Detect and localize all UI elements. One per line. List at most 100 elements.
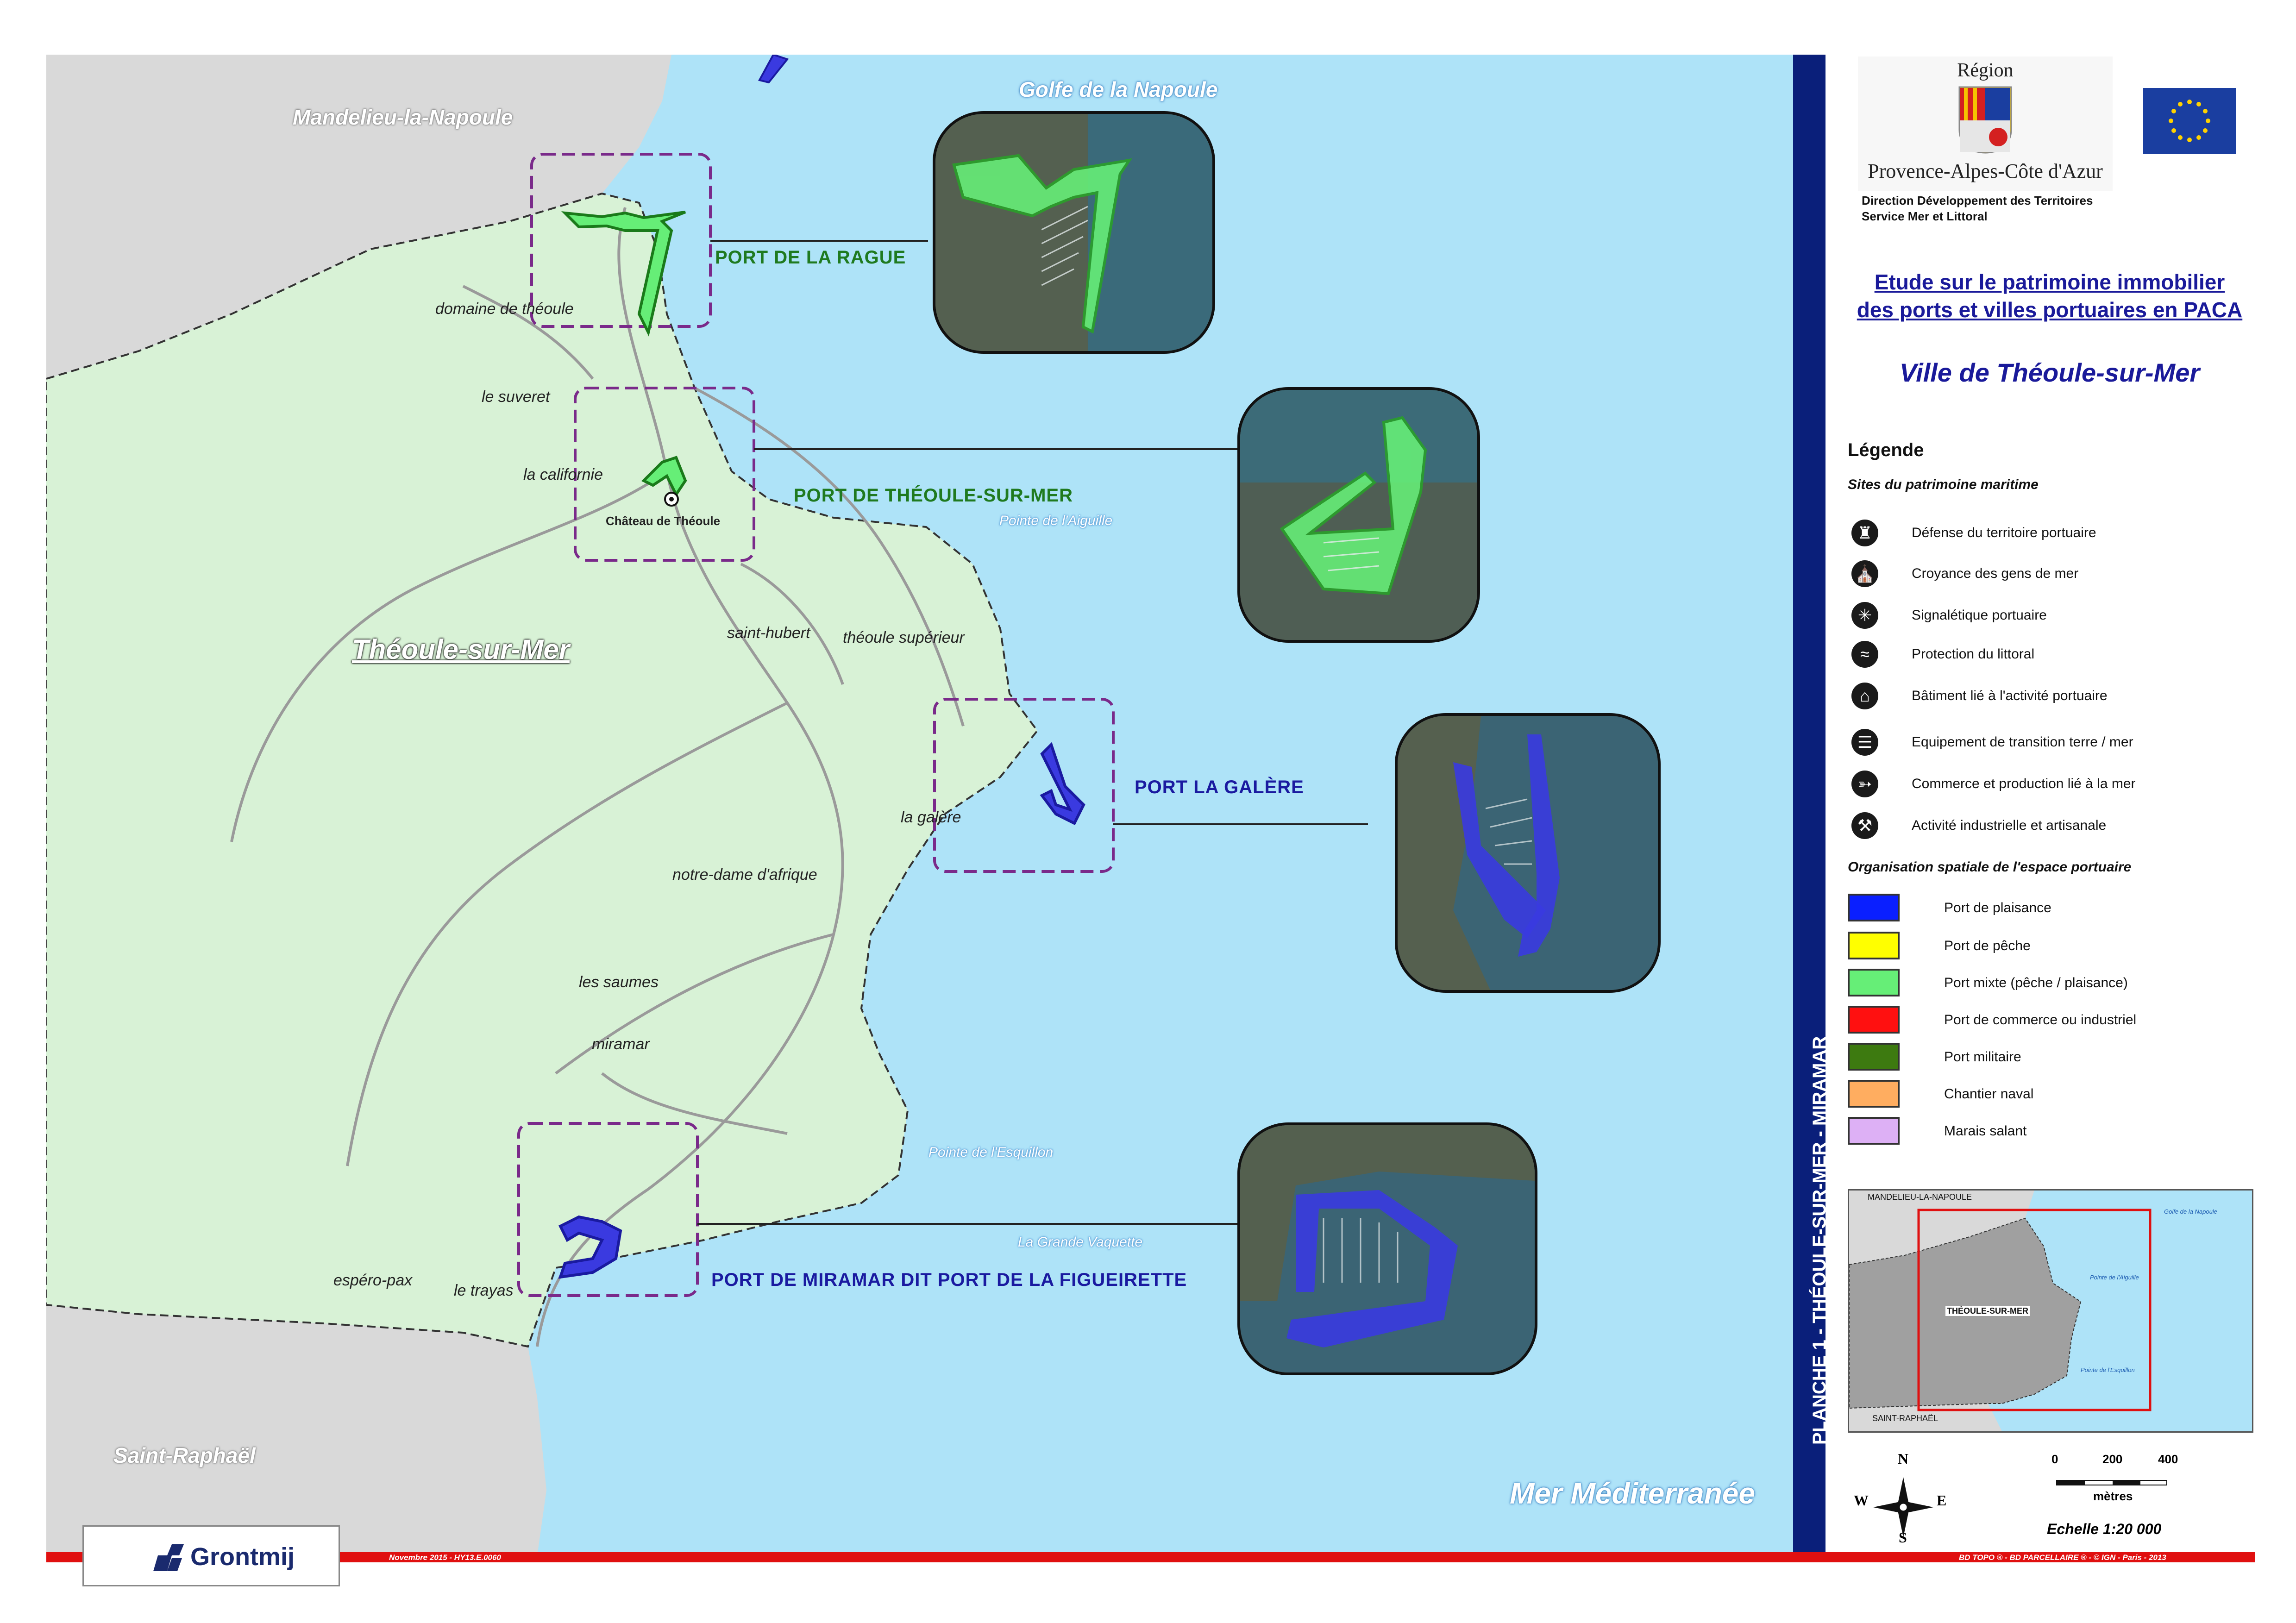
map-canvas <box>46 55 1115 1556</box>
compass-s: S <box>1899 1529 1907 1546</box>
neighbor-label-mandelieu: Mandelieu-la-Napoule <box>293 105 513 129</box>
region-logo: Région Provence-Alpes-Côte d'Azur <box>1858 56 2113 191</box>
place-label: domaine de théoule <box>435 300 574 318</box>
plate-side-bar <box>1793 55 1826 1556</box>
zone-box-miramar <box>517 1122 699 1297</box>
footer-date-ref: Novembre 2015 - HY13.E.0060 <box>389 1553 501 1562</box>
company-logo: Grontmij <box>82 1525 340 1586</box>
legend-organisation-label: Port de pêche <box>1944 938 2031 953</box>
footer-red-band <box>46 1552 2255 1562</box>
cape-label: Pointe de l'Esquillon <box>928 1145 1054 1160</box>
legend-organisation-label: Port mixte (pêche / plaisance) <box>1944 975 2128 990</box>
legend-sites-heading: Sites du patrimoine maritime <box>1848 477 2039 492</box>
inset-map-canvas <box>1849 1191 2152 1431</box>
legend-organisation-label: Port de commerce ou industriel <box>1944 1012 2137 1028</box>
direction-line2: Service Mer et Littoral <box>1862 209 1988 223</box>
port-label-theoule: PORT DE THÉOULE-SUR-MER <box>794 485 1073 506</box>
legend-organisation-label: Port de plaisance <box>1944 900 2051 915</box>
compass-w: W <box>1854 1492 1869 1509</box>
place-label: le trayas <box>454 1282 514 1299</box>
lighthouse-icon: ✳ <box>1851 602 1878 629</box>
aerial-photo-galere <box>1395 713 1661 993</box>
sea-label-golfe: Golfe de la Napoule <box>1019 77 1218 101</box>
port-label-galere: PORT LA GALÈRE <box>1135 777 1304 797</box>
inset-label-cape1: Pointe de l'Aiguille <box>2090 1274 2139 1281</box>
place-label: la californie <box>523 466 603 483</box>
region-shield-icon <box>1958 86 2012 154</box>
neighbor-land-south <box>46 1305 546 1556</box>
commune-land <box>46 192 1039 1348</box>
connector-theoule <box>754 448 1286 450</box>
church-icon: ⛪ <box>1851 560 1878 587</box>
place-label: théoule supérieur <box>843 629 965 646</box>
place-label: la galère <box>901 808 961 826</box>
legend-site-label: Equipement de transition terre / mer <box>1912 734 2133 750</box>
zone-box-galere <box>933 698 1115 873</box>
city-title: Ville de Théoule-sur-Mer <box>1899 358 2200 387</box>
wave-icon: ≈ <box>1851 641 1878 668</box>
sea-label-mediterranee: Mer Méditerranée <box>1510 1477 1755 1510</box>
place-label-chateau: Château de Théoule <box>606 514 721 528</box>
inset-label-commune: THÉOULE-SUR-MER <box>1945 1306 2030 1316</box>
legend-organisation-label: Marais salant <box>1944 1123 2027 1139</box>
region-word: Région <box>1957 60 2014 81</box>
cape-label: Pointe de l'Aiguille <box>999 513 1113 528</box>
company-name: Grontmij <box>190 1543 295 1571</box>
port-label-miramar: PORT DE MIRAMAR DIT PORT DE LA FIGUEIRET… <box>711 1270 1187 1290</box>
legend-site-label: Activité industrielle et artisanale <box>1912 818 2107 833</box>
legend-site-label: Bâtiment lié à l'activité portuaire <box>1912 688 2108 703</box>
scale-ratio: Echelle 1:20 000 <box>2047 1521 2162 1537</box>
legend-organisation-label: Port militaire <box>1944 1049 2021 1065</box>
road-network <box>230 207 965 1347</box>
house-icon: ⌂ <box>1851 683 1878 709</box>
eu-flag-icon <box>2143 88 2236 154</box>
inset-map: MANDELIEU-LA-NAPOULE SAINT-RAPHAËL THÉOU… <box>1848 1189 2253 1433</box>
connector-rague <box>710 240 928 242</box>
legend-title: Légende <box>1848 440 1924 460</box>
neighbor-land-north <box>46 55 671 379</box>
port-shape-theoule <box>641 456 687 497</box>
connector-galere <box>1113 823 1368 825</box>
place-label: saint-hubert <box>727 624 810 642</box>
place-label: espéro-pax <box>333 1272 413 1289</box>
place-label: notre-dame d'afrique <box>672 866 817 884</box>
scale-unit: mètres <box>2093 1489 2133 1503</box>
plate-label: PLANCHE 1 - THÉOULE-SUR-MER - MIRAMAR <box>1809 1036 1830 1445</box>
aerial-photo-theoule <box>1237 387 1480 643</box>
legend-swatch <box>1848 1080 1900 1108</box>
aerial-photo-miramar <box>1237 1122 1537 1375</box>
legend-site-label: Commerce et production lié à la mer <box>1912 776 2136 791</box>
legend-site-label: Signalétique portuaire <box>1912 608 2047 623</box>
footer-credits: BD TOPO ® - BD PARCELLAIRE ® - © IGN - P… <box>1959 1553 2166 1562</box>
zone-box-theoule <box>574 387 755 562</box>
port-shape-north <box>758 55 789 84</box>
cape-label: La Grande Vaquette <box>1018 1234 1143 1250</box>
compass-e: E <box>1937 1492 1947 1509</box>
compass-n: N <box>1898 1450 1909 1467</box>
company-logo-icon <box>153 1544 184 1571</box>
region-name: Provence-Alpes-Côte d'Azur <box>1868 160 2103 182</box>
study-title-line1: Etude sur le patrimoine immobilier <box>1874 270 2225 294</box>
connector-miramar <box>697 1223 1273 1225</box>
place-label: le suveret <box>482 388 550 406</box>
legend-swatch <box>1848 932 1900 959</box>
place-label: les saumes <box>579 973 659 991</box>
legend-swatch <box>1848 1006 1900 1034</box>
place-label: miramar <box>592 1035 650 1053</box>
legend-swatch <box>1848 1117 1900 1145</box>
scale-tick-200: 200 <box>2102 1452 2123 1466</box>
ramp-icon: ☰ <box>1851 729 1878 756</box>
aerial-photo-rague <box>933 111 1215 354</box>
fish-icon: ➳ <box>1851 771 1878 797</box>
scale-tick-400: 400 <box>2158 1452 2178 1466</box>
direction-line1: Direction Développement des Territoires <box>1862 194 2093 207</box>
neighbor-label-saint-raphael: Saint-Raphaël <box>113 1443 256 1467</box>
port-shape-miramar <box>558 1215 622 1279</box>
legend-site-label: Protection du littoral <box>1912 646 2035 662</box>
scale-tick-0: 0 <box>2051 1452 2058 1466</box>
legend-site-label: Croyance des gens de mer <box>1912 566 2079 581</box>
port-shape-rague <box>561 211 686 337</box>
commune-label: Théoule-sur-Mer <box>352 634 570 665</box>
inset-label-sea: Golfe de la Napoule <box>2164 1208 2217 1215</box>
legend-site-label: Défense du territoire portuaire <box>1912 525 2096 540</box>
